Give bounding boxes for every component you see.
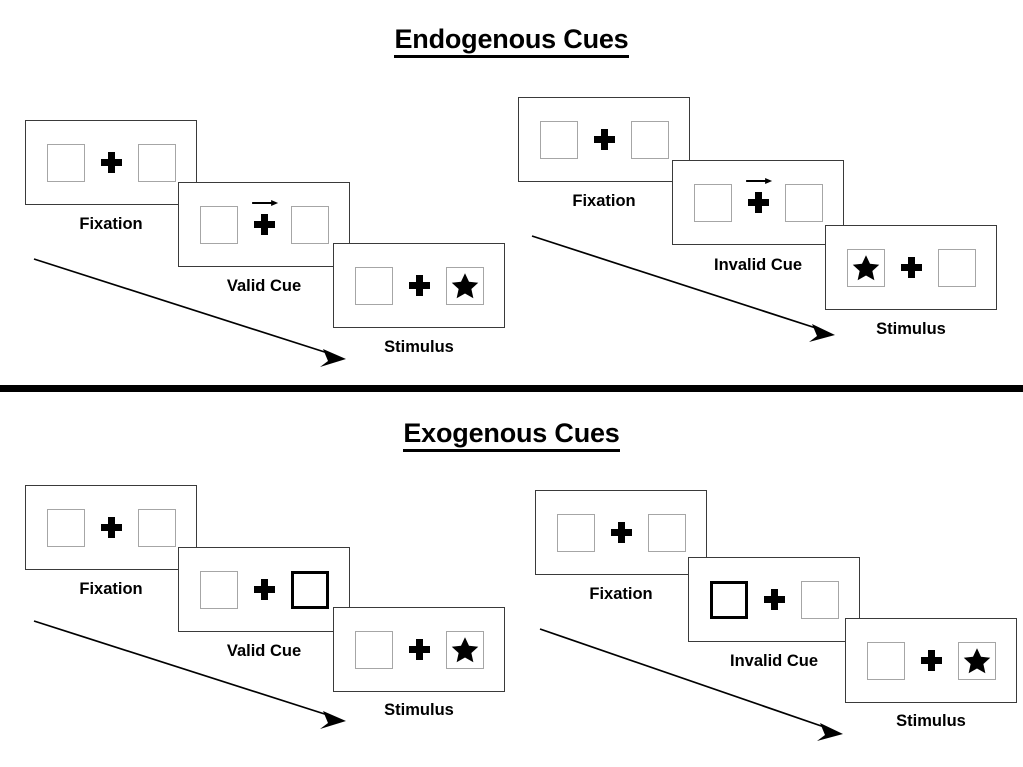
panel-exogenous-valid-stimulus (333, 607, 505, 692)
caption-endogenous-invalid-fixation: Fixation (572, 192, 636, 210)
fixation-cross-icon (610, 522, 632, 543)
section-title-exogenous: Exogenous Cues (0, 418, 1023, 452)
target-box-right (445, 630, 484, 669)
caption-endogenous-valid-cue: Valid Cue (226, 277, 302, 295)
placeholder-box-left (354, 630, 393, 669)
placeholder-box-left (354, 266, 393, 305)
placeholder-box-left (46, 508, 85, 547)
fixation-cross-icon (593, 129, 615, 150)
placeholder-box-left (556, 513, 595, 552)
placeholder-box-right (647, 513, 686, 552)
placeholder-box-left (539, 120, 578, 159)
placeholder-box-right (937, 248, 976, 287)
caption-exogenous-valid-cue: Valid Cue (226, 642, 302, 660)
placeholder-box-right (137, 508, 176, 547)
panel-exogenous-valid-cue (178, 547, 350, 632)
panel-exogenous-invalid-cue (688, 557, 860, 642)
placeholder-box-left (46, 143, 85, 182)
fixation-cross-icon (253, 579, 275, 600)
star-icon (451, 636, 478, 662)
panel-endogenous-invalid-stimulus (825, 225, 997, 310)
fixation-cross-icon (900, 257, 922, 278)
fixation-cross-icon (920, 650, 942, 671)
star-icon (852, 254, 879, 280)
caption-endogenous-invalid-stimulus: Stimulus (876, 320, 946, 338)
panel-exogenous-valid-fixation (25, 485, 197, 570)
caption-endogenous-valid-stimulus: Stimulus (384, 338, 454, 356)
fixation-cross-icon (763, 589, 785, 610)
placeholder-box-right (784, 183, 823, 222)
panel-endogenous-valid-stimulus (333, 243, 505, 328)
placeholder-box-right (137, 143, 176, 182)
target-box-left (846, 248, 885, 287)
section-title-endogenous-text: Endogenous Cues (394, 24, 629, 58)
fixation-cross-icon (408, 275, 430, 296)
cued-box-right (290, 570, 329, 609)
target-box-right (957, 641, 996, 680)
section-title-endogenous: Endogenous Cues (0, 24, 1023, 58)
panel-endogenous-valid-fixation (25, 120, 197, 205)
panel-endogenous-invalid-fixation (518, 97, 690, 182)
cued-box-left (709, 580, 748, 619)
panel-endogenous-invalid-cue (672, 160, 844, 245)
placeholder-box-left (693, 183, 732, 222)
caption-endogenous-valid-fixation: Fixation (79, 215, 143, 233)
right-arrow-cue-icon (746, 178, 773, 184)
caption-exogenous-valid-stimulus: Stimulus (384, 701, 454, 719)
fixation-cross-icon (100, 152, 122, 173)
caption-endogenous-invalid-cue: Invalid Cue (713, 256, 803, 274)
panel-exogenous-invalid-stimulus (845, 618, 1017, 703)
panel-endogenous-valid-cue (178, 182, 350, 267)
fixation-cross-icon (408, 639, 430, 660)
panel-exogenous-invalid-fixation (535, 490, 707, 575)
star-icon (451, 272, 478, 298)
caption-exogenous-invalid-fixation: Fixation (589, 585, 653, 603)
fixation-cross-icon (100, 517, 122, 538)
placeholder-box-left (866, 641, 905, 680)
section-title-exogenous-text: Exogenous Cues (403, 418, 620, 452)
placeholder-box-left (199, 570, 238, 609)
placeholder-box-right (630, 120, 669, 159)
fixation-cross-icon (252, 200, 279, 235)
fixation-cross-icon (746, 178, 773, 213)
target-box-right (445, 266, 484, 305)
placeholder-box-left (199, 205, 238, 244)
caption-exogenous-valid-fixation: Fixation (79, 580, 143, 598)
star-icon (963, 647, 990, 673)
caption-exogenous-invalid-stimulus: Stimulus (896, 712, 966, 730)
section-divider (0, 385, 1023, 392)
placeholder-box-right (290, 205, 329, 244)
placeholder-box-right (800, 580, 839, 619)
right-arrow-cue-icon (252, 200, 279, 206)
caption-exogenous-invalid-cue: Invalid Cue (729, 652, 819, 670)
